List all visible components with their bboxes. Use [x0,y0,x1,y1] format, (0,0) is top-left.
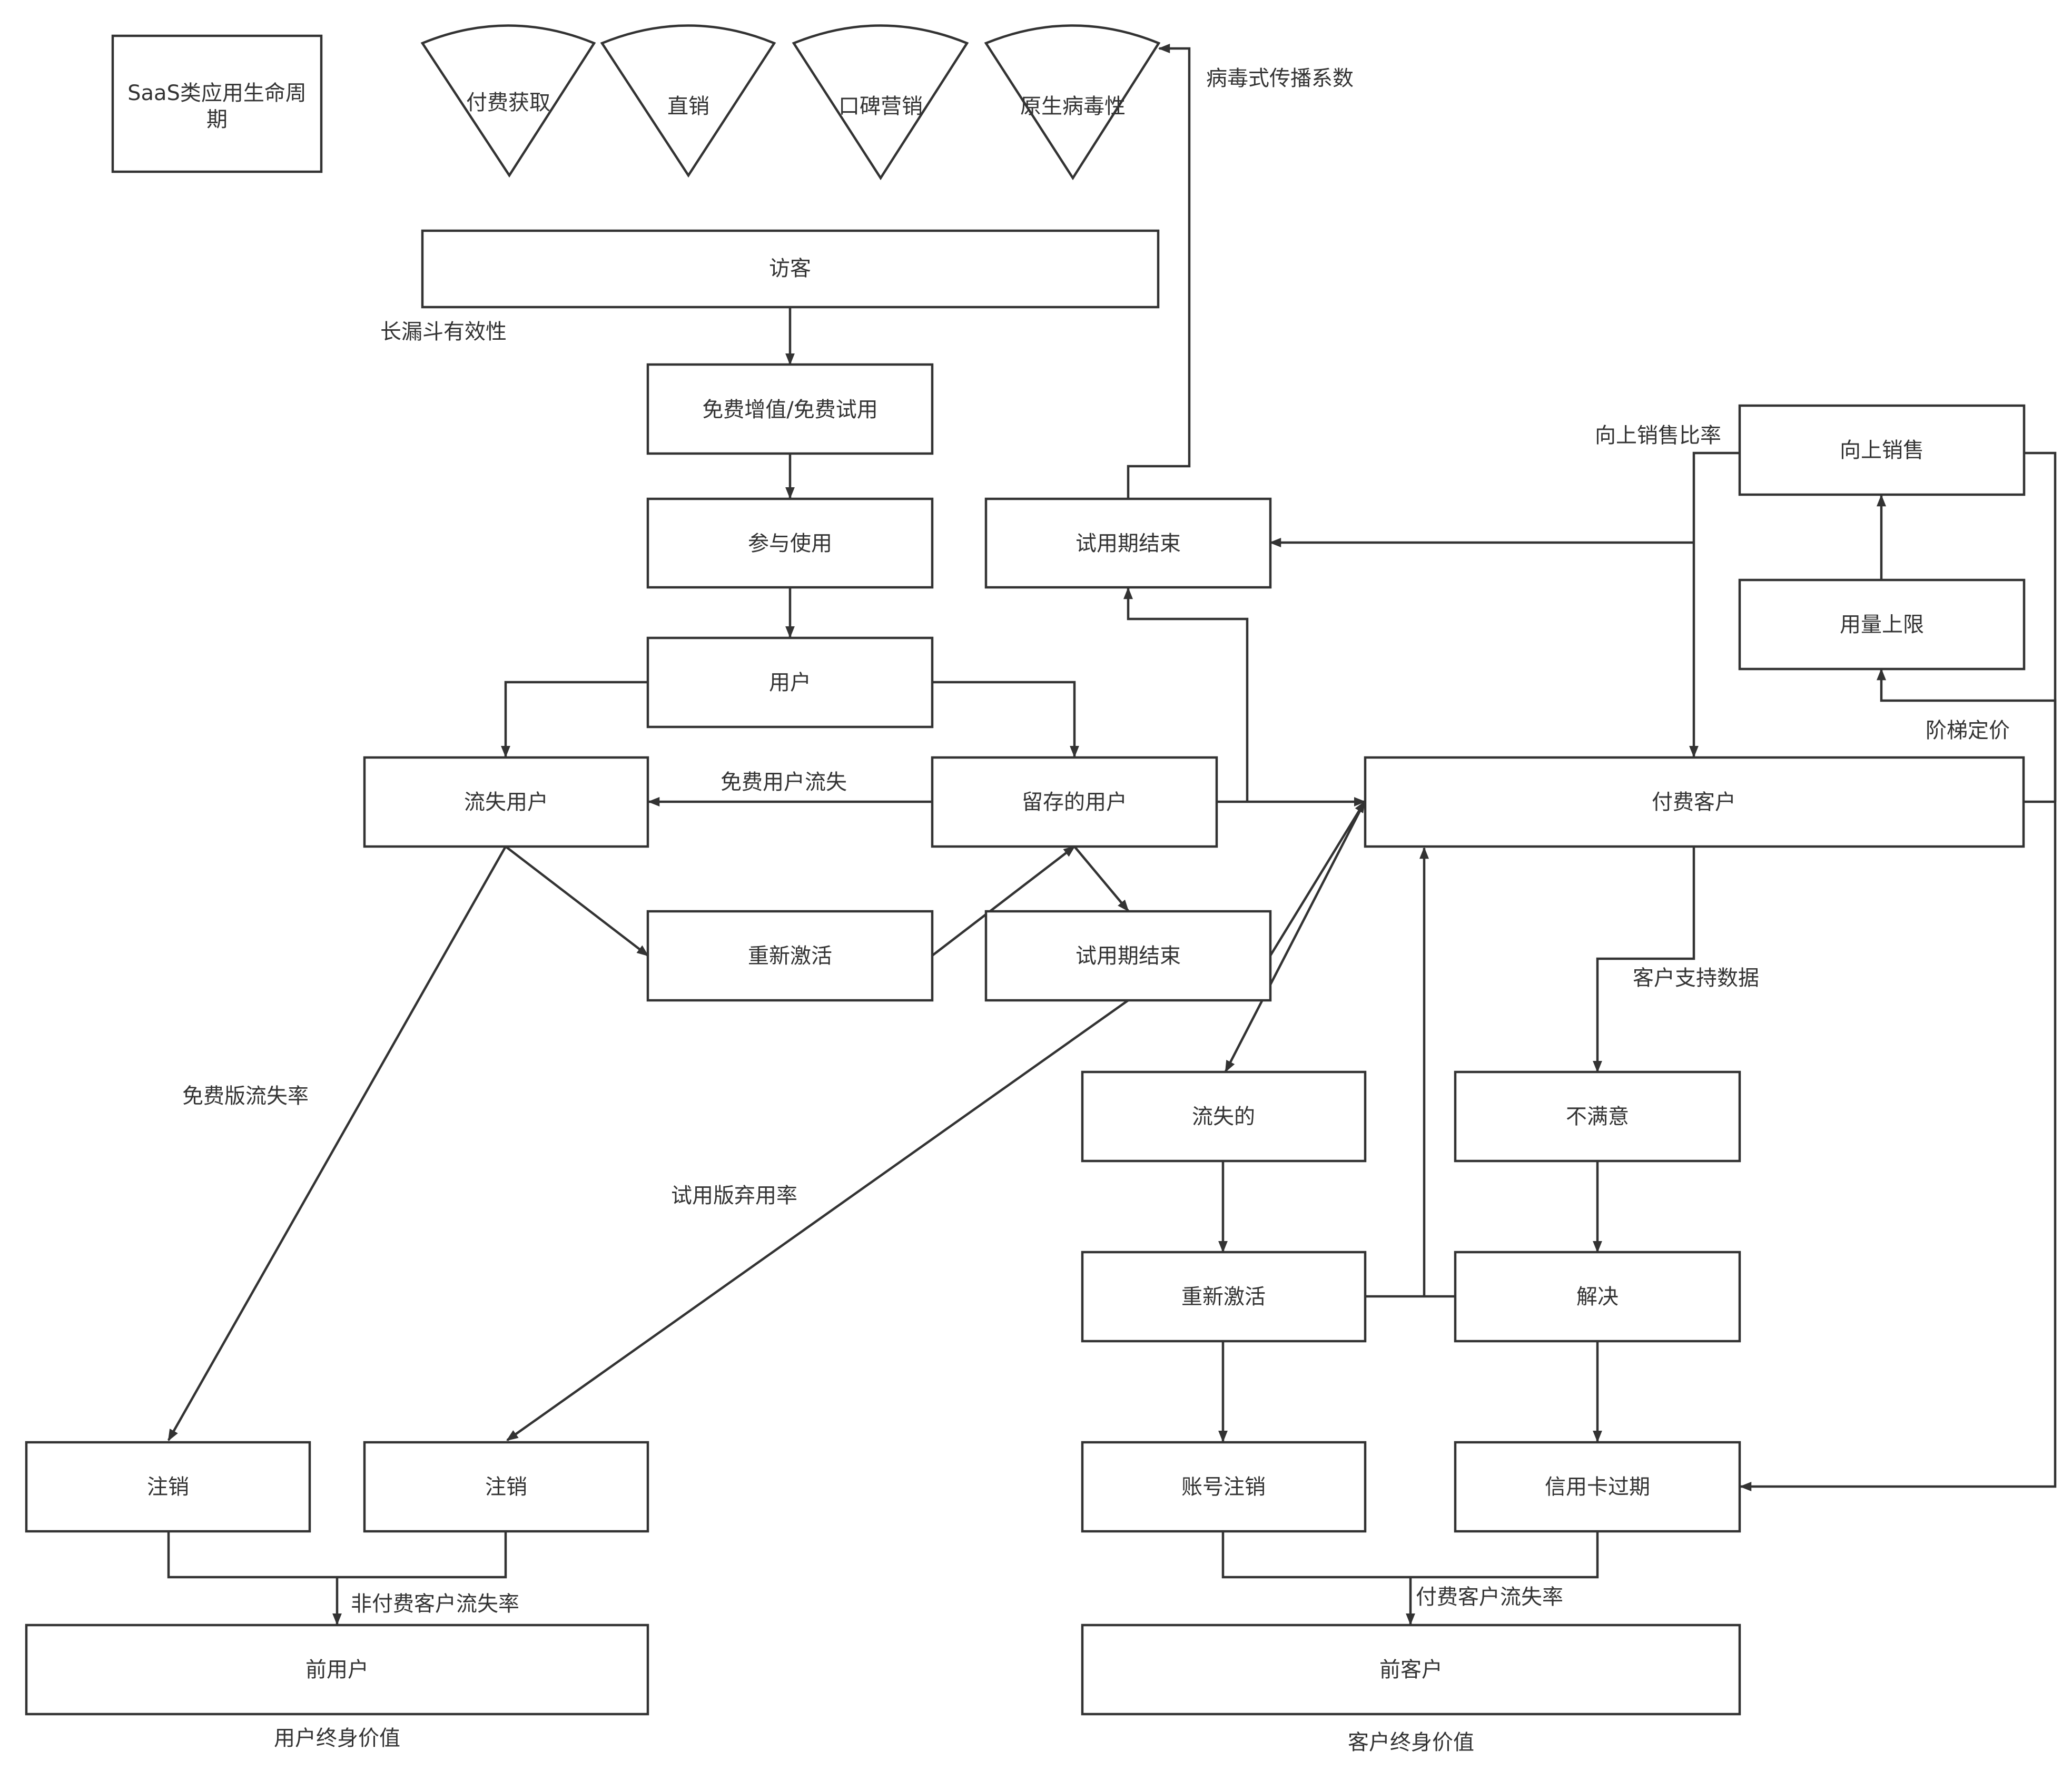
edge-reactivate-to-retained [931,845,1076,957]
node-former-users: 前用户 [25,1623,649,1716]
channel-label: 原生病毒性 [1020,94,1126,119]
channel-label: 直销 [667,94,709,119]
node-trial-end-mid: 试用期结束 [984,910,1272,1002]
edge-paying-to-cardexpired [1741,451,2057,1487]
svg-text:试用期结束: 试用期结束 [1076,532,1181,556]
svg-text:信用卡过期: 信用卡过期 [1545,1475,1650,1499]
edge-churned-to-cancel-free [167,845,507,1441]
svg-text:用量上限: 用量上限 [1840,613,1924,637]
node-free-trial: 免费增值/免费试用 [646,363,934,455]
edge-paying-to-dissatisfied [1593,847,1695,1073]
svg-text:参与使用: 参与使用 [748,532,832,556]
edge-cancels-to-former-users [167,1531,507,1624]
svg-text:留存的用户: 留存的用户 [1022,790,1127,814]
svg-text:流失的: 流失的 [1192,1105,1255,1129]
channel-wedge-1: 付费获取 [420,24,596,178]
edge-trialend-to-paying [1269,801,1366,957]
node-former-customers: 前客户 [1081,1623,1741,1716]
node-paying-customer: 付费客户 [1364,756,2025,848]
node-user: 用户 [646,636,934,729]
node-churned: 流失的 [1081,1070,1367,1163]
node-retained-user: 留存的用户 [931,756,1218,848]
annotation-customer-lifetime-value: 客户终身价值 [1348,1730,1474,1755]
annotation-free-user-churn: 免费用户流失 [721,770,847,794]
svg-text:免费增值/免费试用: 免费增值/免费试用 [702,398,877,422]
svg-text:注销: 注销 [485,1475,527,1499]
node-visitor: 访客 [421,229,1160,309]
svg-text:用户: 用户 [769,671,811,695]
svg-text:访客: 访客 [769,257,811,281]
svg-text:账号注销: 账号注销 [1181,1475,1266,1499]
annotation-nonpaying-churn-rate: 非付费客户流失率 [351,1592,519,1616]
edge-user-to-retained [932,681,1079,758]
node-account-cancel: 账号注销 [1081,1441,1367,1533]
channel-label: 付费获取 [466,91,550,115]
node-churned-user: 流失用户 [363,756,649,848]
edge-reactivate-resolve-to-paying [1365,848,1455,1298]
channel-label: 口碑营销 [838,94,923,119]
edge-retained-to-trialend [1073,845,1129,912]
edge-upsell-to-paying [1689,451,1740,758]
annotation-funnel-effectiveness: 长漏斗有效性 [380,320,507,344]
channel-wedge-2: 直销 [600,24,776,178]
edge-paying-to-churned [1225,801,1366,1072]
svg-text:流失用户: 流失用户 [464,790,548,814]
edge-cancels-to-former-customers [1221,1531,1599,1624]
annotation-viral-coefficient: 病毒式传播系数 [1206,66,1354,91]
edges [167,44,2057,1624]
node-resolve: 解决 [1454,1251,1741,1343]
annotation-tiered-pricing: 阶梯定价 [1926,719,2010,743]
svg-text:重新激活: 重新激活 [748,944,832,968]
edge-trialend-to-cancel-trial [506,999,1129,1441]
svg-text:重新激活: 重新激活 [1181,1285,1266,1309]
node-upsell: 向上销售 [1738,404,2026,496]
svg-text:试用期结束: 试用期结束 [1076,944,1181,968]
node-usage-limit: 用量上限 [1738,578,2026,671]
diagram-title-line-2: 期 [206,107,228,132]
svg-text:解决: 解决 [1576,1285,1619,1309]
node-cancel-trial: 注销 [363,1441,649,1533]
svg-text:向上销售: 向上销售 [1840,438,1924,463]
node-trial-end-top: 试用期结束 [984,497,1272,589]
annotation-customer-support-data: 客户支持数据 [1633,966,1759,990]
annotation-paying-churn-rate: 付费客户流失率 [1416,1585,1563,1609]
edge-trialend-to-viral [1127,44,1191,498]
svg-text:不满意: 不满意 [1566,1105,1629,1129]
annotation-trial-abandon-rate: 试用版弃用率 [671,1184,797,1208]
edge-churned-to-reactivate [505,845,649,957]
annotation-user-lifetime-value: 用户终身价值 [274,1726,400,1750]
channel-wedge-3: 口碑营销 [792,24,969,181]
title-box: SaaS类应用生命周 期 [111,34,323,173]
annotation-free-churn-rate: 免费版流失率 [182,1084,309,1108]
svg-text:前用户: 前用户 [305,1658,369,1682]
node-reactivate-customer: 重新激活 [1081,1251,1367,1343]
svg-text:前客户: 前客户 [1379,1658,1443,1682]
channel-wedge-4: 原生病毒性 [984,24,1161,181]
node-reactivate-user: 重新激活 [646,910,934,1002]
diagram-title-line-1: SaaS类应用生命周 [127,81,307,105]
annotation-upsell-ratio: 向上销售比率 [1595,424,1721,448]
svg-text:付费客户: 付费客户 [1652,790,1736,814]
node-dissatisfied: 不满意 [1454,1070,1741,1163]
node-cancel-free: 注销 [25,1441,311,1533]
node-card-expired: 信用卡过期 [1454,1441,1741,1533]
edge-user-to-churned [501,681,648,758]
svg-text:注销: 注销 [147,1475,189,1499]
node-engaged: 参与使用 [646,497,934,589]
edge-retained-to-trialend-top [1123,587,1249,802]
